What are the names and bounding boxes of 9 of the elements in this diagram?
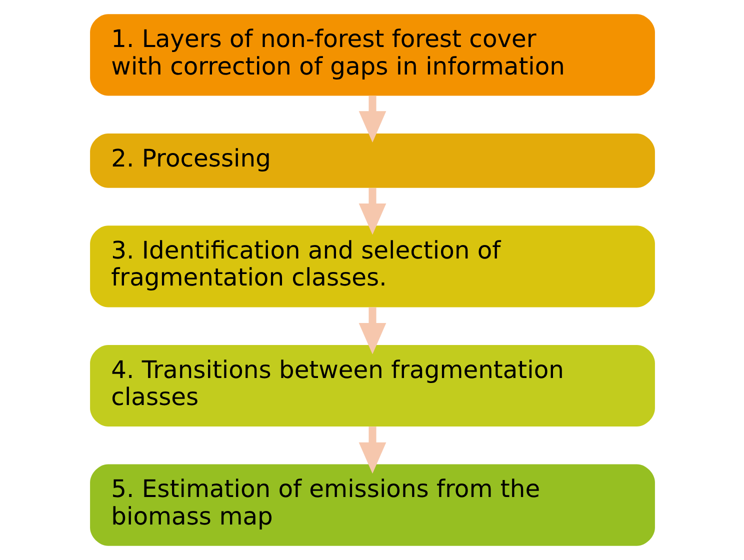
node-box: 4. Transitions between fragmentation classes [90, 344, 654, 427]
node-box: 3. Identification and selection of fragmentation classes. [90, 226, 654, 308]
arrow [358, 96, 386, 142]
arrow [358, 426, 386, 474]
arrow [358, 307, 386, 354]
node-box: 1. Layers of non-forest forest cover with correction of gaps in information [90, 14, 654, 96]
arrow [358, 188, 386, 235]
node-box: 5. Estimation of emissions from the biomass map [90, 464, 654, 546]
node-box: 2. Processing [90, 133, 654, 188]
